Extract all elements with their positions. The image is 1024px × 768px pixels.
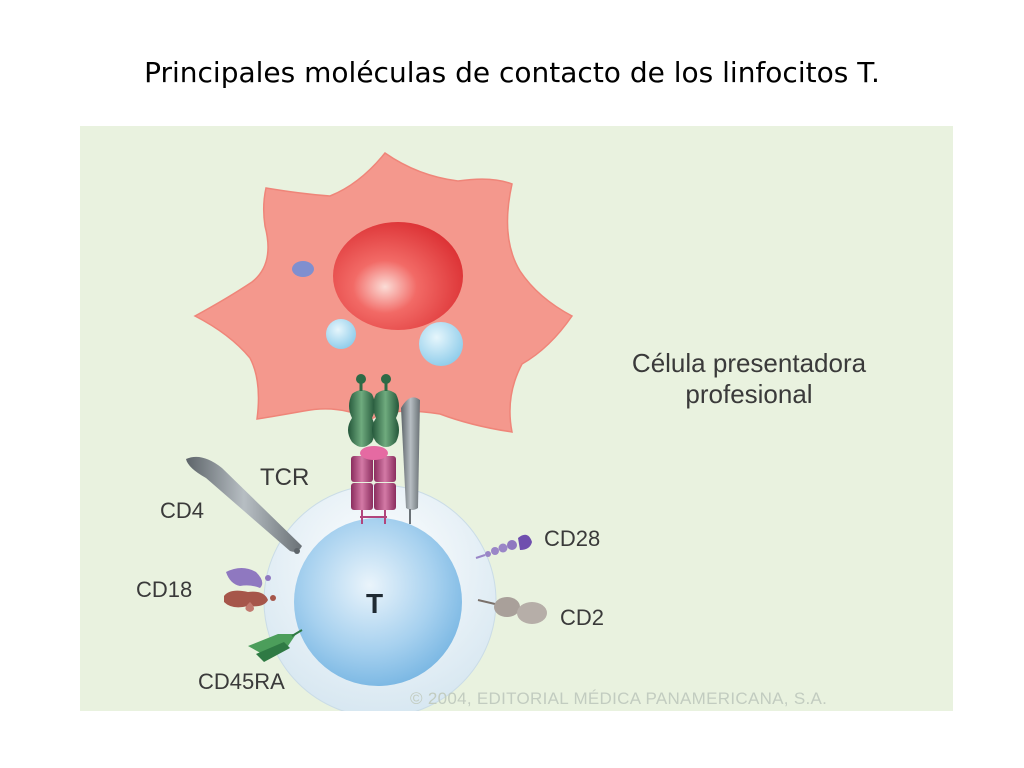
vesicle-left	[326, 319, 356, 349]
apc-label-line1: Célula presentadora	[631, 348, 867, 378]
cd4-molecule	[186, 456, 302, 554]
coreceptor-rod	[401, 397, 420, 524]
slide-title: Principales moléculas de contacto de los…	[144, 56, 880, 89]
apc-label: Célula presentadora profesional	[590, 348, 908, 410]
label-cd4: CD4	[160, 498, 205, 523]
label-cd18: CD18	[136, 577, 193, 602]
t-cell-nucleus	[294, 518, 462, 686]
cd45ra-molecule	[248, 629, 303, 662]
tcr-complex	[351, 446, 396, 510]
diagram-background	[80, 126, 953, 711]
contact-molecules-diagram: Célula presentadora profesional TCR CD4 …	[80, 126, 953, 711]
cd28-molecule	[475, 534, 532, 559]
label-cd45ra: CD45RA	[198, 669, 285, 694]
mhc-molecule	[348, 374, 399, 447]
diagram-canvas	[80, 126, 953, 711]
cd18-molecule	[224, 568, 276, 612]
vesicle-right	[419, 322, 463, 366]
cd2-molecule	[477, 597, 547, 624]
t-cell-label: T	[366, 588, 384, 619]
copyright-notice: © 2004, EDITORIAL MÉDICA PANAMERICANA, S…	[410, 689, 828, 708]
label-cd2: CD2	[560, 605, 605, 630]
label-cd28: CD28	[544, 526, 601, 551]
tcr-anchors	[360, 509, 387, 524]
label-tcr: TCR	[260, 464, 310, 491]
apc-label-line2: profesional	[685, 379, 813, 409]
apc-nucleus	[333, 222, 463, 330]
vesicle-small	[292, 261, 314, 277]
